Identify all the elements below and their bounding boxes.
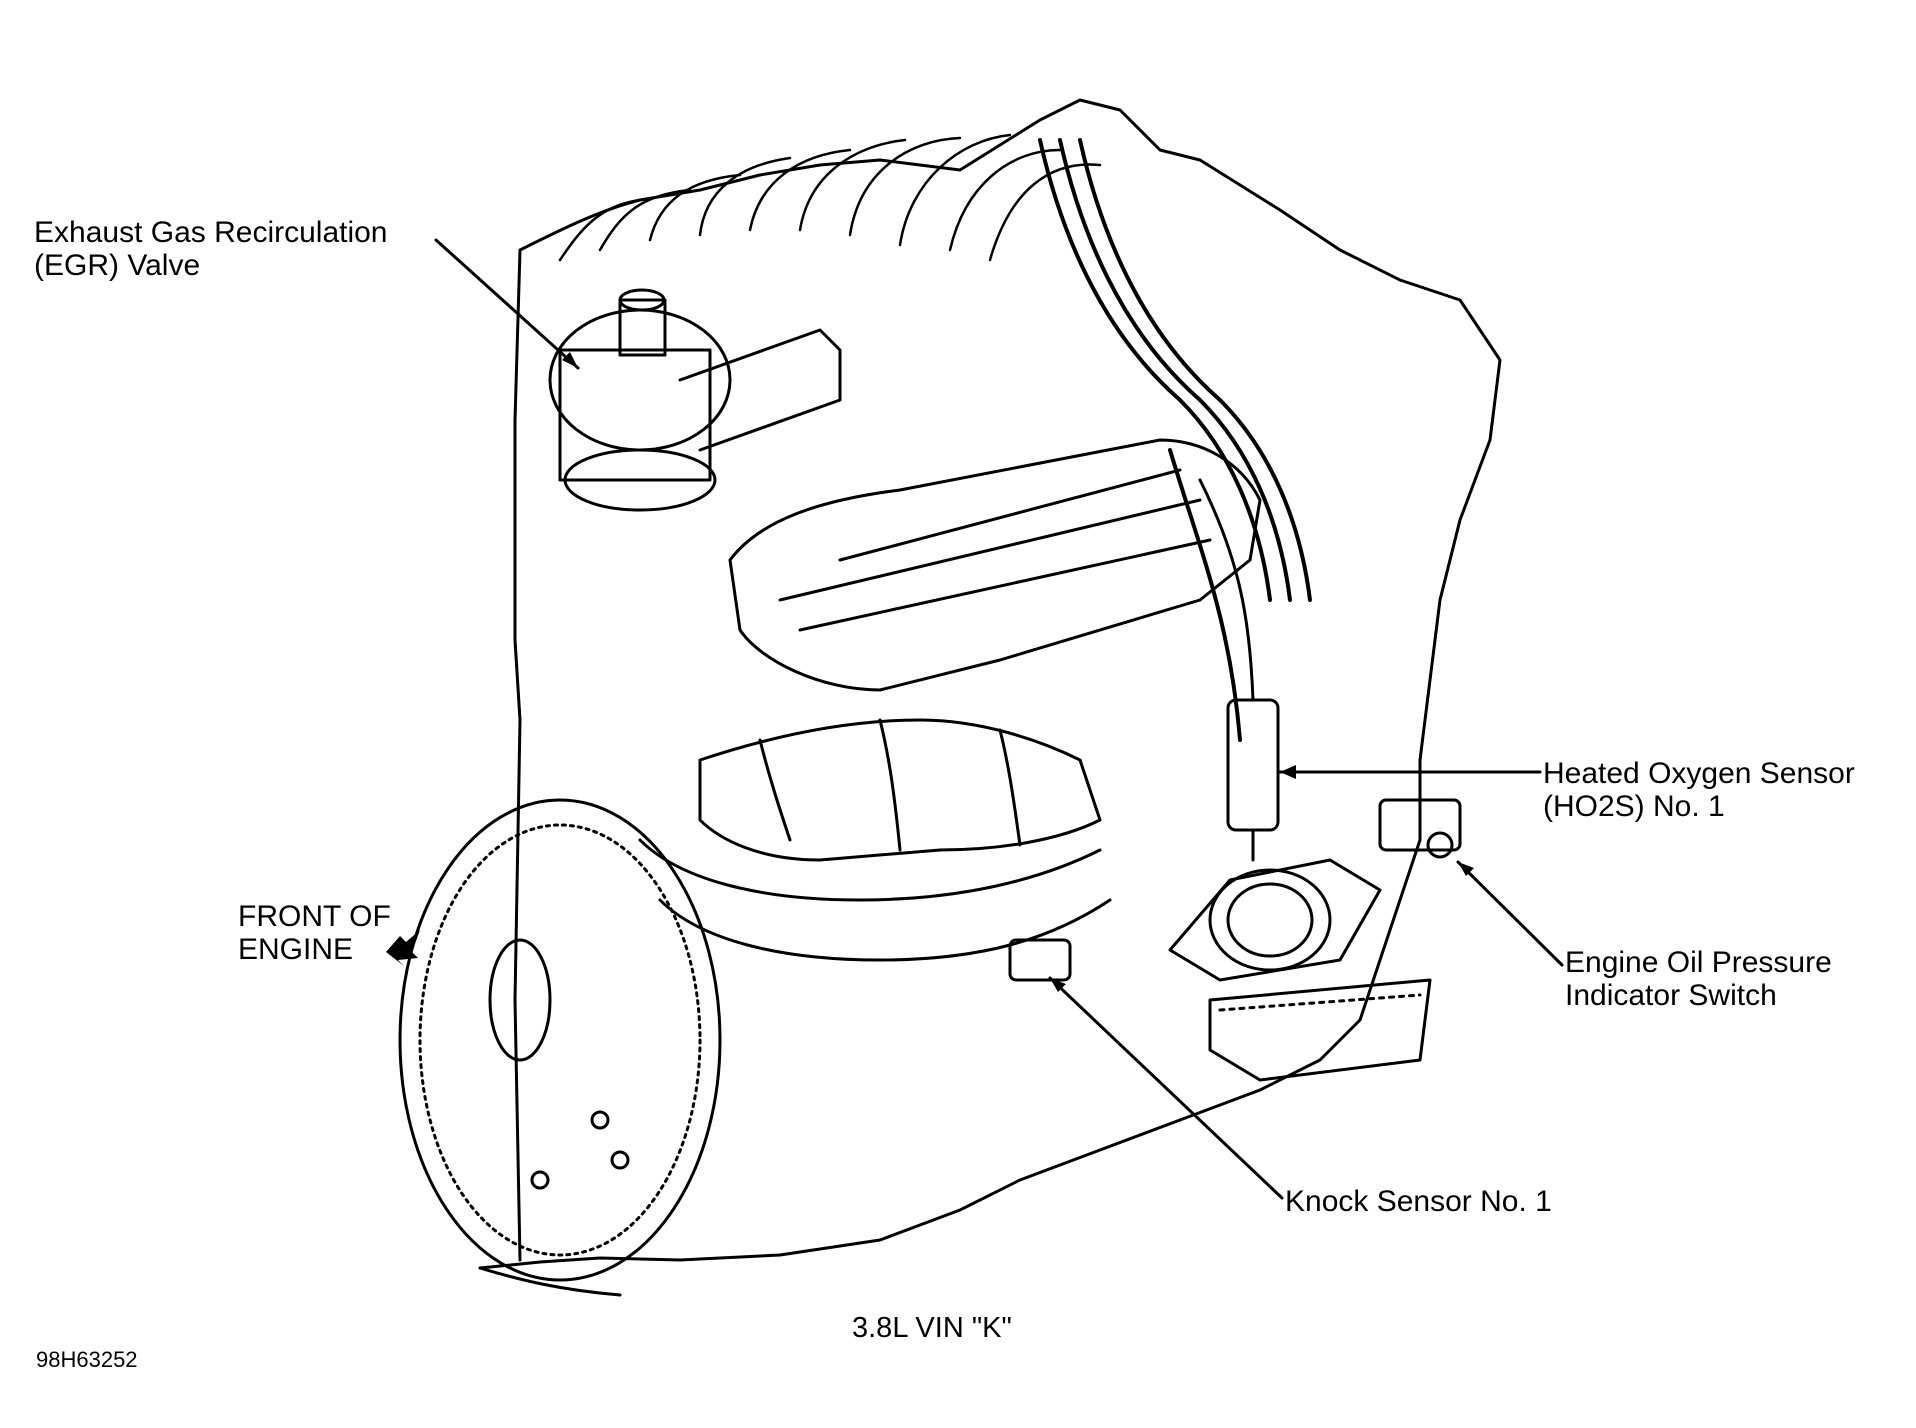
callout-ho2s-line-1: Heated Oxygen Sensor (1543, 757, 1855, 790)
flywheel (398, 798, 722, 1282)
arrowhead-knock (1050, 978, 1066, 992)
callout-heated-oxygen-sensor: Heated Oxygen Sensor (HO2S) No. 1 (1543, 757, 1855, 823)
callout-egr-line-1: Exhaust Gas Recirculation (34, 216, 388, 249)
callout-front-line-2: ENGINE (238, 933, 354, 966)
arrowhead-ho2s (1280, 765, 1296, 779)
knock-sensor-drawing (1008, 938, 1072, 982)
callout-oil-pressure-switch: Engine Oil Pressure Indicator Switch (1565, 946, 1832, 1012)
callout-knock-sensor: Knock Sensor No. 1 (1285, 1185, 1552, 1218)
leader-arrowheads (562, 352, 1474, 992)
leader-oil (1456, 860, 1564, 967)
callout-front-line-1: FRONT OF (238, 900, 391, 933)
callout-ho2s-line-2: (HO2S) No. 1 (1543, 790, 1725, 823)
diagram-caption: 3.8L VIN "K" (852, 1312, 1012, 1344)
oil-pressure-switch-drawing (1378, 798, 1462, 859)
callout-front-of-engine: FRONT OF ENGINE (238, 900, 391, 966)
egr-valve-drawing (548, 288, 842, 512)
callout-oil-line-1: Engine Oil Pressure (1565, 946, 1832, 979)
oxygen-sensor-drawing (1198, 478, 1280, 862)
exhaust-manifold (698, 718, 1102, 862)
callout-oil-line-2: Indicator Switch (1565, 979, 1777, 1012)
oil-filter (1208, 978, 1432, 1082)
callout-egr-line-2: (EGR) Valve (34, 249, 201, 282)
wire-harness (1038, 138, 1312, 742)
mounting-flange (1168, 858, 1382, 982)
arrowhead-oil (1458, 862, 1474, 876)
leader-knock (1048, 976, 1284, 1200)
valve-cover (728, 438, 1262, 692)
figure-id: 98H63252 (36, 1347, 138, 1372)
callout-knock-line-1: Knock Sensor No. 1 (1285, 1185, 1552, 1218)
leader-lines (434, 238, 1564, 1200)
exhaust-crossover (638, 838, 1112, 962)
leader-egr (434, 238, 580, 370)
arrowhead-egr (562, 352, 578, 368)
engine-block (478, 98, 1502, 1297)
front-arrow-icon (386, 930, 420, 966)
intake-runners (558, 133, 1102, 262)
callout-egr-valve: Exhaust Gas Recirculation (EGR) Valve (34, 216, 388, 282)
